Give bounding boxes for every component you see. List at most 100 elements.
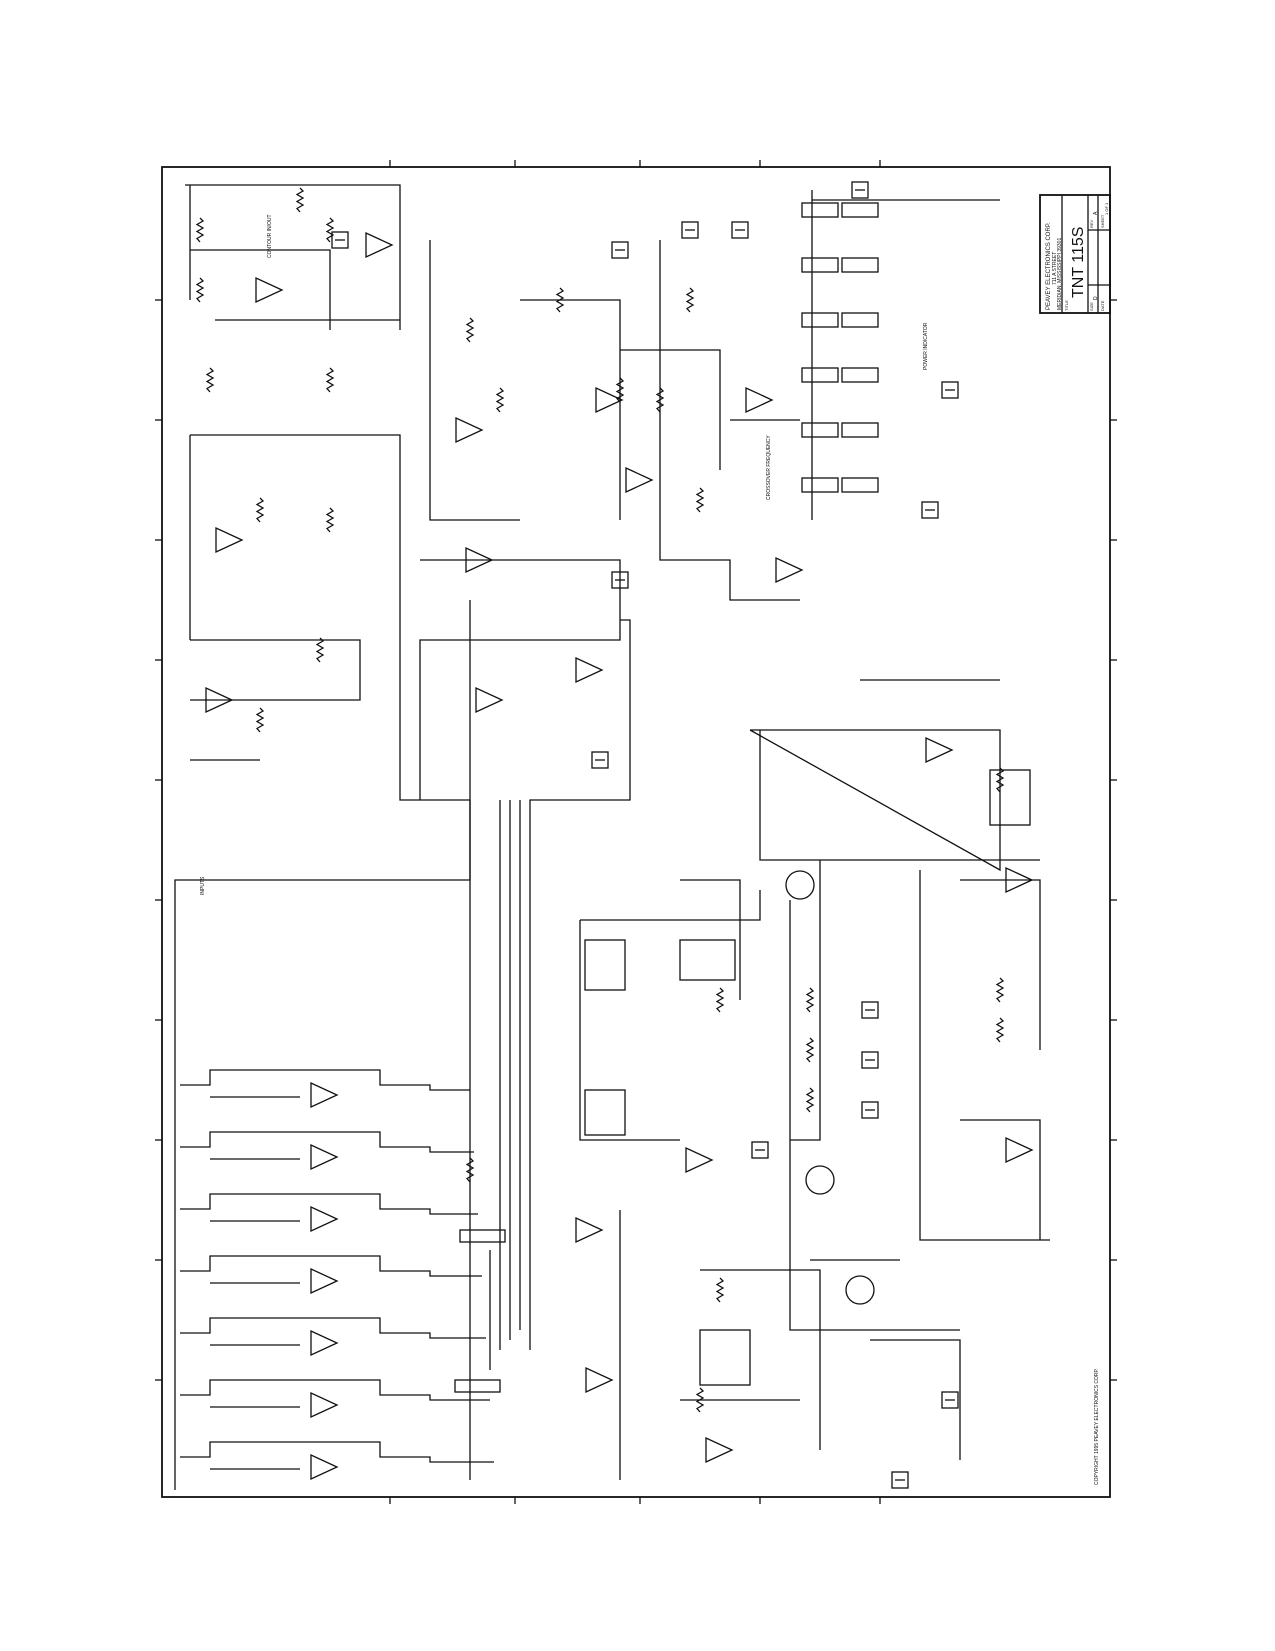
capacitor-block: [841, 477, 879, 493]
transistor-symbol: [805, 1165, 835, 1195]
capacitor-block: [801, 312, 839, 328]
wire: [789, 900, 960, 1331]
capacitor-block: [801, 202, 839, 218]
resistor-symbol: [805, 1037, 815, 1063]
transistor-symbol: [785, 870, 815, 900]
op-amp-symbol: [310, 1081, 339, 1109]
resistor-symbol: [685, 287, 695, 313]
op-amp-symbol: [215, 526, 244, 554]
wire: [190, 434, 470, 801]
ground-symbol: [681, 221, 699, 239]
border-ticks: [155, 160, 1117, 1504]
resistor-symbol: [715, 987, 725, 1013]
wire: [960, 1119, 1041, 1240]
ground-symbol: [891, 1471, 909, 1489]
wire: [659, 240, 800, 601]
wire: [419, 559, 621, 800]
resistor-symbol: [995, 1017, 1005, 1043]
ic-package: [584, 939, 626, 991]
resistor-symbol: [805, 1087, 815, 1113]
ground-symbol: [861, 1051, 879, 1069]
wire: [429, 240, 520, 521]
wire: [174, 800, 471, 1490]
wire: [790, 860, 821, 1141]
ground-symbol: [921, 501, 939, 519]
op-amp-symbol: [255, 276, 284, 304]
resistor-symbol: [695, 1387, 705, 1413]
op-amp-symbol: [365, 231, 394, 259]
capacitor-block: [841, 367, 879, 383]
op-amp-symbol: [310, 1205, 339, 1233]
contour-label: CONTOUR IN/OUT: [267, 214, 273, 258]
company-city: MERIDIAN, MISSISSIPPI 39301: [1057, 238, 1063, 310]
resistor-symbol: [465, 1157, 475, 1183]
wire: [680, 879, 741, 1000]
regulator-symbol: [845, 1275, 875, 1305]
wiring: [174, 184, 1050, 1490]
ground-symbol: [941, 381, 959, 399]
resistor-symbol: [295, 187, 305, 213]
sheet-value: 1 OF 1: [1104, 202, 1109, 215]
inputs-label: INPUTS: [200, 876, 206, 895]
op-amp-symbol: [310, 1329, 339, 1357]
op-amp-symbol: [685, 1146, 714, 1174]
op-amp-symbol: [1005, 1136, 1034, 1164]
ground-symbol: [861, 1101, 879, 1119]
resistor-symbol: [205, 367, 215, 393]
op-amp-symbol: [595, 386, 624, 414]
wire: [919, 870, 1050, 1241]
resistor-symbol: [615, 377, 625, 403]
ground-symbol: [941, 1391, 959, 1409]
resistor-symbol: [495, 387, 505, 413]
wire: [529, 619, 631, 1350]
resistor-symbol: [315, 637, 325, 663]
copyright-text: COPYRIGHT 1995 PEAVEY ELECTRONICS CORP.: [1094, 1368, 1100, 1485]
resistor-symbol: [325, 367, 335, 393]
ground-symbol: [731, 221, 749, 239]
op-amp-symbol: [1005, 866, 1034, 894]
ground-symbol: [611, 571, 629, 589]
connector-header: [459, 1229, 506, 1243]
wire: [870, 1339, 961, 1460]
rev-label: REV: [1089, 219, 1094, 228]
op-amp-symbol: [310, 1143, 339, 1171]
wire: [620, 349, 721, 470]
capacitor-block: [801, 367, 839, 383]
ic-package: [679, 939, 736, 981]
ground-symbol: [851, 181, 869, 199]
resistor-symbol: [555, 287, 565, 313]
wire: [180, 1193, 478, 1215]
wire: [580, 890, 761, 921]
resistor-symbol: [715, 1277, 725, 1303]
ic-package: [989, 769, 1031, 826]
op-amp-symbol: [310, 1453, 339, 1481]
resistor-symbol: [695, 487, 705, 513]
ground-symbol: [751, 1141, 769, 1159]
wire: [180, 1379, 490, 1401]
ground-symbol: [331, 231, 349, 249]
resistor-symbol: [195, 217, 205, 243]
resistor-symbol: [465, 317, 475, 343]
resistor-symbol: [255, 497, 265, 523]
op-amp-symbol: [455, 416, 484, 444]
op-amp-symbol: [745, 386, 774, 414]
size-label: SIZE: [1089, 302, 1094, 311]
ic-package: [584, 1089, 626, 1136]
resistor-symbol: [325, 507, 335, 533]
company-address: 711 A STREET: [1052, 252, 1058, 285]
op-amp-symbol: [310, 1391, 339, 1419]
op-amp-symbol: [475, 686, 504, 714]
op-amp-symbol: [310, 1267, 339, 1295]
wire: [180, 1255, 482, 1277]
components: [195, 181, 1034, 1489]
wire: [190, 639, 361, 701]
power-indicator-label: POWER INDICATOR: [923, 322, 929, 370]
op-amp-symbol: [775, 556, 804, 584]
wire: [749, 729, 1001, 872]
op-amp-symbol: [925, 736, 954, 764]
drawing-border: [161, 166, 1111, 1498]
ic-package: [699, 1329, 751, 1386]
wire: [190, 249, 331, 330]
capacitor-block: [841, 202, 879, 218]
